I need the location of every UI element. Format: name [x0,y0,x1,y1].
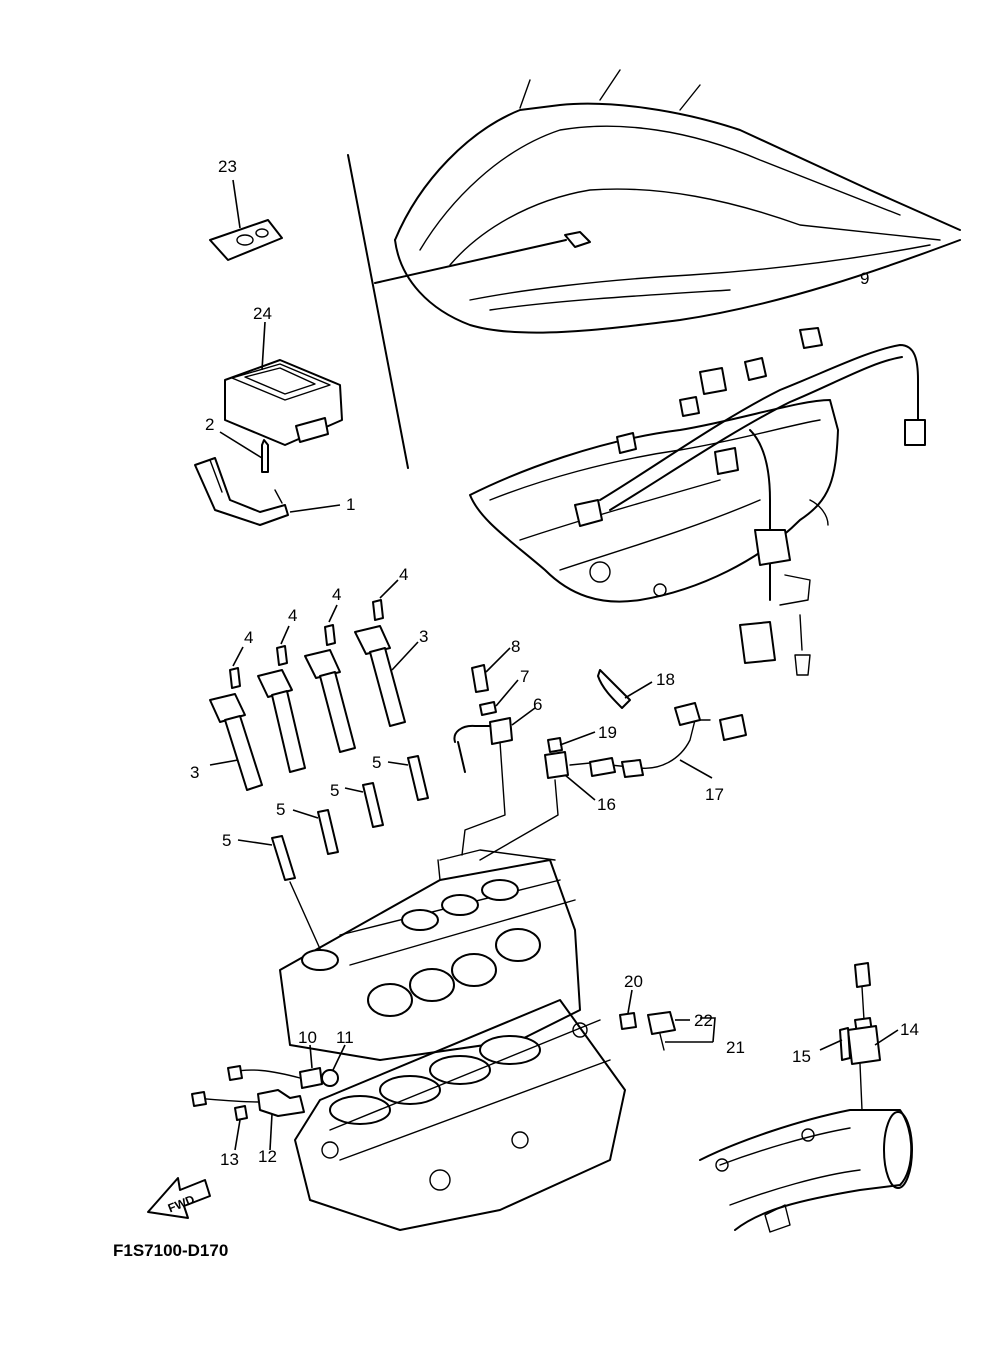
callout-21: 21 [726,1038,745,1057]
temperature-sensor-parts [619,989,716,1051]
callout-16: 16 [597,795,616,814]
callout-5-a: 5 [372,753,381,772]
callout-9: 9 [860,269,869,288]
callout-15: 15 [792,1047,811,1066]
callout-7: 7 [520,667,529,686]
callout-13: 13 [220,1150,239,1169]
callout-17: 17 [705,785,724,804]
callout-4-c: 4 [332,585,341,604]
callout-8: 8 [511,637,520,656]
callout-labels: 1 2 3 3 4 4 4 4 5 5 5 5 6 7 8 9 10 11 12… [190,157,919,1169]
exhaust-sensor-assembly [699,962,913,1233]
callout-1: 1 [346,495,355,514]
ignition-coils [209,579,419,791]
callout-4-d: 4 [399,565,408,584]
callout-19: 19 [598,723,617,742]
callout-3-top: 3 [419,627,428,646]
callout-12: 12 [258,1147,277,1166]
callout-20: 20 [624,972,643,991]
forward-direction-arrow: FWD [147,1177,211,1219]
engine-cylinder-block [294,999,626,1231]
callout-5-b: 5 [330,781,339,800]
figure-code: F1S7100-D170 [113,1241,228,1260]
callout-10: 10 [298,1028,317,1047]
callout-5-c: 5 [276,800,285,819]
callout-3-bottom: 3 [190,763,199,782]
callout-2: 2 [205,415,214,434]
callout-6: 6 [533,695,542,714]
block-sensors [191,1044,346,1151]
callout-4-b: 4 [288,606,297,625]
receiver-unit-assembly [194,321,343,526]
callout-24: 24 [253,304,272,323]
callout-5-d: 5 [222,831,231,850]
callout-22: 22 [694,1011,713,1030]
wire-harness-assembly [469,327,926,676]
engine-cylinder-head [279,849,581,1061]
callout-18: 18 [656,670,675,689]
remote-control-transmitter [209,179,283,261]
sensor-brackets [453,647,747,861]
callout-4-a: 4 [244,628,253,647]
callout-23: 23 [218,157,237,176]
watercraft-hull-illustration [347,69,961,469]
callout-11: 11 [336,1028,354,1047]
callout-14: 14 [900,1020,919,1039]
